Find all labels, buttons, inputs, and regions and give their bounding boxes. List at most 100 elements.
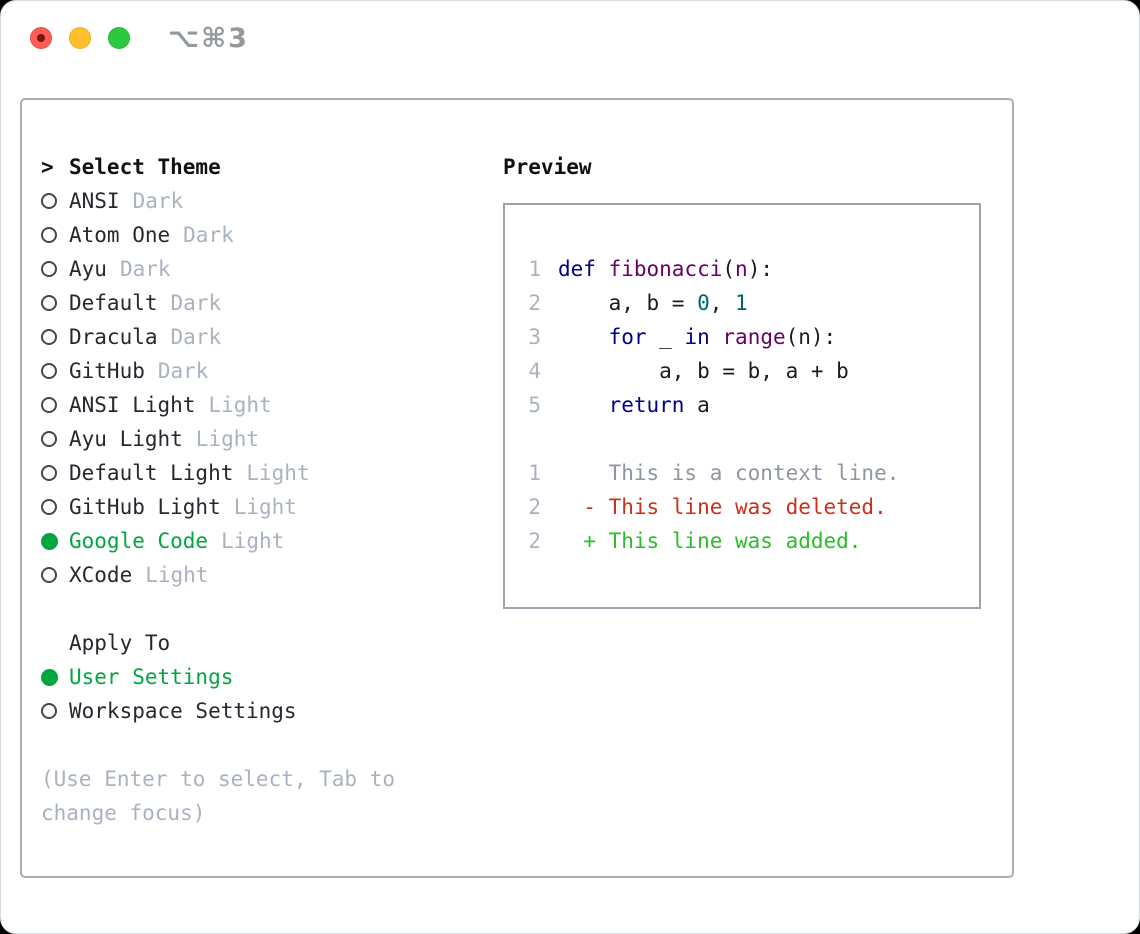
select-theme-title: Select Theme <box>69 155 221 179</box>
code-line: 2 - This line was deleted. <box>525 490 969 524</box>
titlebar: ⌥⌘3 <box>1 1 1139 76</box>
radio-icon <box>41 567 57 583</box>
code-text: This is a context line. <box>558 461 900 485</box>
code-token: for <box>608 325 647 349</box>
theme-option[interactable]: GitHub Dark <box>41 354 471 388</box>
code-text: + This line was added. <box>558 529 861 553</box>
code-line: 1 This is a context line. <box>525 456 969 490</box>
code-line: 2 a, b = 0, 1 <box>525 286 969 320</box>
apply-to-title: Apply To <box>69 631 171 655</box>
theme-variant-tag: Light <box>145 563 209 587</box>
line-number: 1 <box>528 257 541 281</box>
marker <box>41 668 69 686</box>
marker <box>41 703 69 719</box>
marker <box>41 295 69 311</box>
theme-variant-tag: Dark <box>170 325 222 349</box>
code-token: (n): <box>785 325 837 349</box>
spacer <box>41 728 471 762</box>
code-token: a, b = <box>558 291 698 315</box>
minimize-button[interactable] <box>69 27 91 49</box>
code-token: 1 <box>735 291 748 315</box>
apply-option[interactable]: User Settings <box>41 660 471 694</box>
theme-variant-tag: Dark <box>132 189 184 213</box>
code-line: 2 + This line was added. <box>525 524 969 558</box>
theme-name: Ayu <box>69 257 107 281</box>
code-line: 4 a, b = b, a + b <box>525 354 969 388</box>
zoom-button[interactable] <box>108 27 130 49</box>
theme-option[interactable]: ANSI Dark <box>41 184 471 218</box>
code-token: a, b = b, a + b <box>558 359 849 383</box>
radio-icon <box>41 295 57 311</box>
apply-to-header-row: Apply To <box>41 626 471 660</box>
code-token: n <box>735 257 748 281</box>
marker <box>41 261 69 277</box>
code-text: for _ in range(n): <box>558 325 837 349</box>
theme-variant-tag: Dark <box>170 291 222 315</box>
radio-icon <box>41 499 57 515</box>
code-token: 0 <box>697 291 710 315</box>
close-button[interactable] <box>30 27 52 49</box>
marker <box>41 499 69 515</box>
code-text: a, b = 0, 1 <box>558 291 748 315</box>
select-theme-header-row: > Select Theme <box>41 150 471 184</box>
apply-option-label: User Settings <box>69 665 234 689</box>
line-number: 2 <box>528 291 541 315</box>
marker <box>41 363 69 379</box>
theme-variant-tag: Dark <box>157 359 209 383</box>
theme-option[interactable]: Default Dark <box>41 286 471 320</box>
spacer <box>41 592 471 626</box>
code-token: range <box>722 325 786 349</box>
preview-title: Preview <box>503 155 592 179</box>
code-token: ): <box>747 257 773 281</box>
hint-text: (Use Enter to select, Tab to change focu… <box>41 767 396 825</box>
marker <box>41 465 69 481</box>
apply-option[interactable]: Workspace Settings <box>41 694 471 728</box>
code-token: This is a context line. <box>558 461 900 485</box>
code-token <box>558 393 609 417</box>
radio-selected-icon <box>41 532 58 550</box>
focus-caret-icon: > <box>41 155 54 179</box>
code-token: def <box>558 257 596 281</box>
code-token: a <box>684 393 710 417</box>
line-number: 1 <box>528 461 541 485</box>
apply-option-label: Workspace Settings <box>69 699 297 723</box>
line-number: 5 <box>528 393 541 417</box>
theme-name: Default <box>69 291 158 315</box>
traffic-lights <box>30 27 130 49</box>
theme-name: GitHub Light <box>69 495 221 519</box>
theme-name: GitHub <box>69 359 145 383</box>
marker <box>41 329 69 345</box>
code-line: 5 return a <box>525 388 969 422</box>
marker <box>41 567 69 583</box>
code-token: - This line was deleted. <box>558 495 887 519</box>
line-number: 2 <box>528 529 541 553</box>
radio-icon <box>41 363 57 379</box>
marker <box>41 431 69 447</box>
radio-icon <box>41 465 57 481</box>
radio-icon <box>41 397 57 413</box>
theme-name: ANSI Light <box>69 393 196 417</box>
radio-icon <box>41 329 57 345</box>
theme-name: ANSI <box>69 189 120 213</box>
marker <box>41 193 69 209</box>
theme-variant-tag: Light <box>246 461 310 485</box>
code-line <box>525 422 969 456</box>
radio-icon <box>41 227 57 243</box>
theme-name: Ayu Light <box>69 427 183 451</box>
code-text: return a <box>558 393 710 417</box>
